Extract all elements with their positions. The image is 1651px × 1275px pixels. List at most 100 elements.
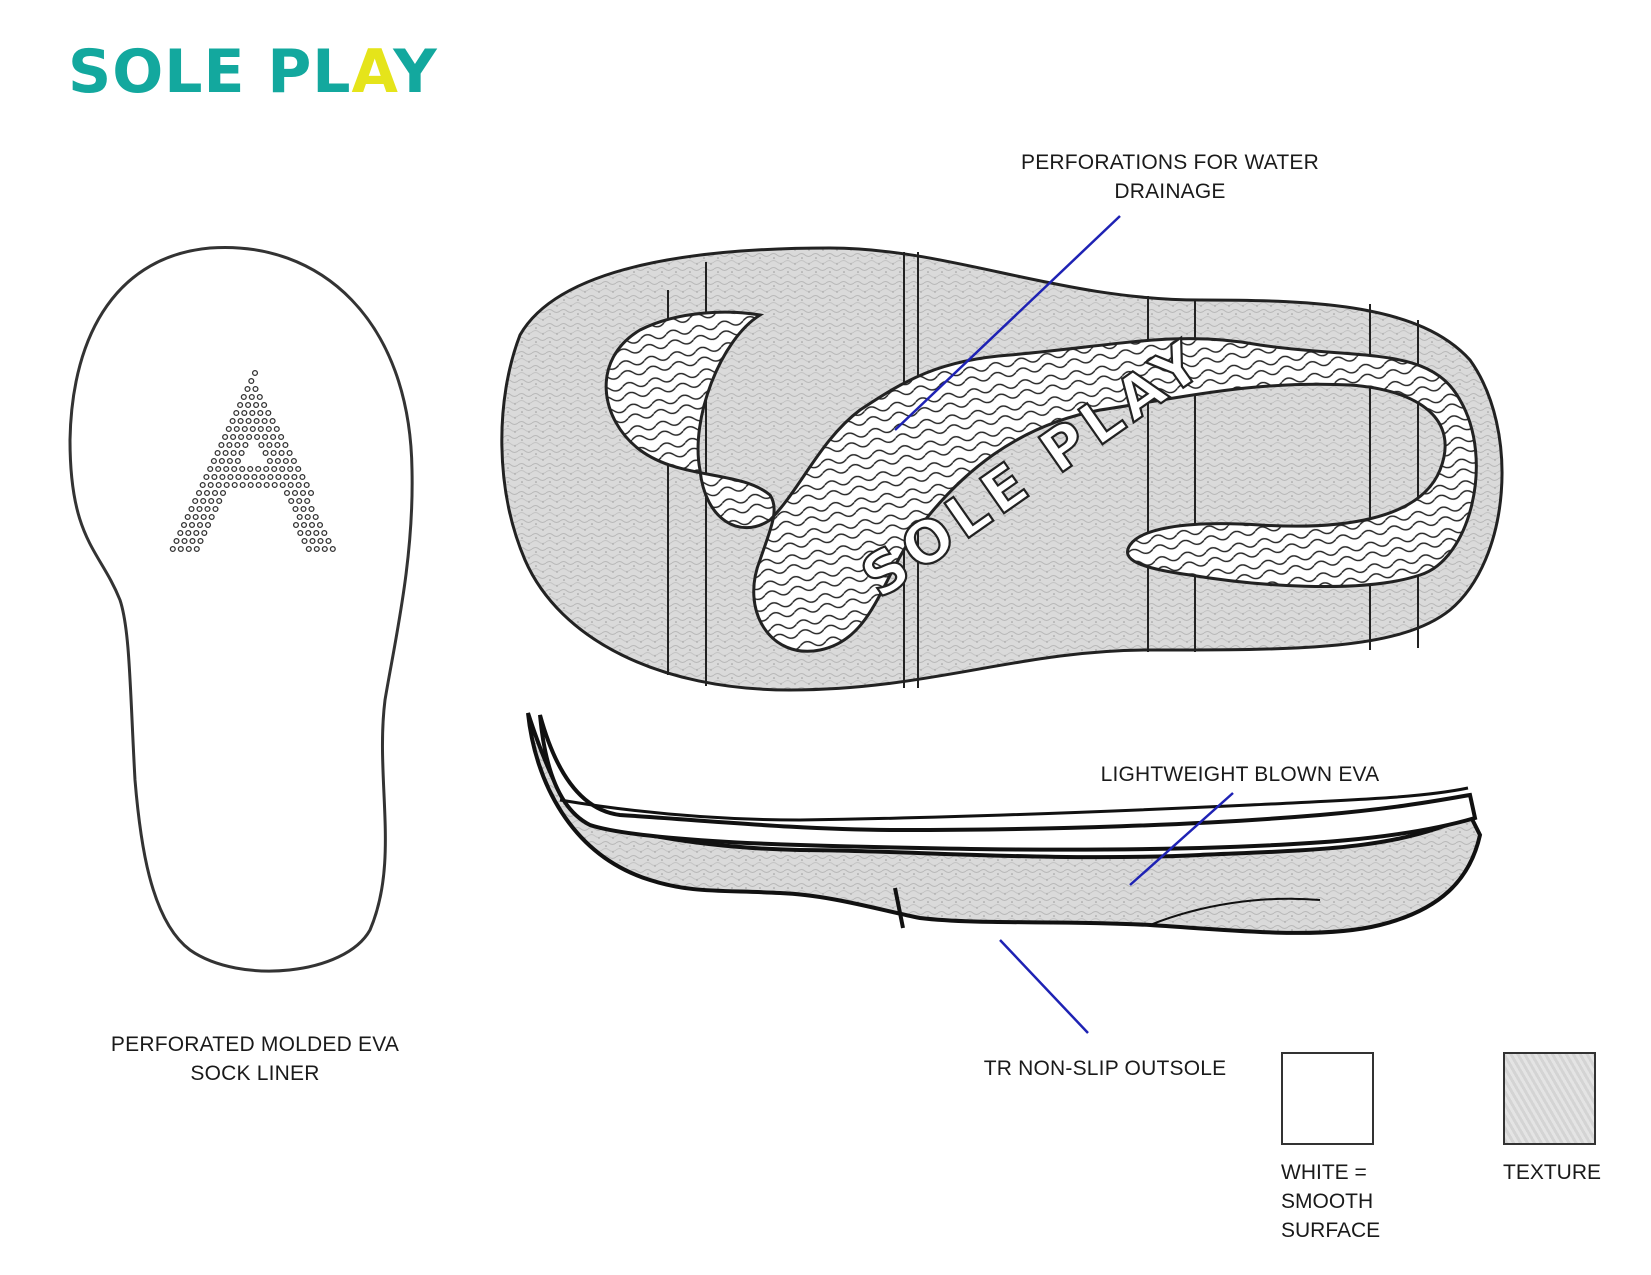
perforation-dot bbox=[313, 545, 320, 553]
perforation-dot bbox=[312, 513, 319, 521]
perforation-dot bbox=[325, 537, 332, 545]
perforation-dot bbox=[197, 537, 204, 545]
perforation-dot bbox=[218, 441, 225, 449]
perforation-dot bbox=[244, 385, 251, 393]
perforation-dot bbox=[192, 513, 199, 521]
perforation-dot bbox=[283, 473, 290, 481]
perforation-dot bbox=[309, 537, 316, 545]
perforation-dot bbox=[222, 449, 229, 457]
perforation-dot bbox=[279, 465, 286, 473]
perforation-dot bbox=[208, 497, 215, 505]
perforation-dot bbox=[188, 505, 195, 513]
perforation-dot bbox=[263, 481, 270, 489]
perforation-dot bbox=[207, 465, 214, 473]
brand-logo: SOLE PLAY bbox=[68, 42, 438, 102]
perforation-dot bbox=[273, 425, 280, 433]
perforation-dot bbox=[193, 529, 200, 537]
perforation-dot bbox=[225, 425, 232, 433]
perforation-dot bbox=[238, 449, 245, 457]
perforation-dot bbox=[223, 481, 230, 489]
legend-swatch-texture bbox=[1503, 1052, 1596, 1145]
perforation-dot bbox=[196, 505, 203, 513]
perforation-dot bbox=[193, 545, 200, 553]
perforation-dot bbox=[287, 465, 294, 473]
perforation-dot bbox=[258, 441, 265, 449]
perforation-dot bbox=[200, 513, 207, 521]
perforation-dot bbox=[300, 521, 308, 529]
perforation-dot bbox=[299, 473, 306, 481]
logo-accent-letter: A bbox=[351, 37, 394, 107]
perforation-dot bbox=[267, 473, 274, 481]
perforation-dot bbox=[303, 481, 310, 489]
perforation-dot bbox=[291, 473, 298, 481]
perforation-dot bbox=[251, 473, 258, 481]
perforation-dot bbox=[313, 529, 320, 537]
sole-side-profile bbox=[526, 712, 1483, 935]
perforation-dot bbox=[241, 425, 248, 433]
callout-perforations: PERFORATIONS FOR WATER DRAINAGE bbox=[1020, 151, 1319, 203]
outsole-bottom-view: SOLE PLAY bbox=[500, 246, 1504, 692]
perforation-dot bbox=[180, 521, 188, 529]
perforation-dot bbox=[316, 521, 324, 529]
perforation-dot bbox=[251, 369, 259, 377]
perforation-dot bbox=[292, 521, 300, 529]
perforation-dot bbox=[287, 481, 294, 489]
perforation-dot bbox=[245, 417, 252, 425]
perforation-dot bbox=[211, 473, 218, 481]
leader-perforations bbox=[894, 215, 1121, 431]
logo-text-main: SOLE PL bbox=[68, 37, 352, 107]
perforation-dot bbox=[240, 393, 247, 401]
perforation-dot bbox=[204, 505, 211, 513]
perforation-dot bbox=[296, 497, 303, 505]
perforation-dot bbox=[308, 521, 316, 529]
perforation-dot bbox=[262, 433, 269, 441]
perforation-dot bbox=[243, 473, 250, 481]
perforation-dot bbox=[282, 441, 289, 449]
perforation-dot bbox=[242, 441, 249, 449]
perforation-dot bbox=[261, 417, 268, 425]
perforation-dot bbox=[256, 393, 263, 401]
perforation-dot bbox=[203, 489, 211, 497]
perforation-dot bbox=[291, 489, 299, 497]
perforation-dot bbox=[317, 537, 324, 545]
perforation-dot bbox=[245, 401, 252, 409]
perforation-dot bbox=[263, 465, 270, 473]
perforation-dot bbox=[292, 505, 299, 513]
perforation-dot bbox=[235, 473, 242, 481]
perforation-dot bbox=[212, 505, 219, 513]
perforation-dot bbox=[257, 409, 264, 417]
perforation-dot bbox=[177, 545, 184, 553]
leader-blown-eva bbox=[1129, 792, 1234, 886]
perforation-dot bbox=[222, 433, 229, 441]
perforation-dot bbox=[297, 529, 304, 537]
perforation-dot bbox=[246, 433, 253, 441]
legend-swatch-smooth bbox=[1281, 1052, 1374, 1145]
perforation-dot bbox=[239, 481, 246, 489]
perforation-dot bbox=[253, 401, 260, 409]
perforation-dot bbox=[207, 481, 214, 489]
perforation-dot bbox=[304, 513, 311, 521]
perforation-dot bbox=[195, 489, 203, 497]
legend-label-texture: TEXTURE bbox=[1503, 1161, 1602, 1184]
blown-eva-layer bbox=[538, 714, 1478, 852]
perforation-dot bbox=[255, 481, 262, 489]
perforation-dot bbox=[271, 481, 278, 489]
perforation-dot bbox=[233, 425, 240, 433]
perforation-dot bbox=[274, 457, 281, 465]
perforation-dot bbox=[266, 457, 273, 465]
perforation-dot bbox=[254, 433, 261, 441]
perforation-dot bbox=[192, 497, 199, 505]
perforation-dot bbox=[261, 401, 268, 409]
perforation-dot bbox=[248, 393, 255, 401]
perforation-dot bbox=[215, 465, 222, 473]
perforation-dot bbox=[177, 529, 184, 537]
perforation-dot bbox=[266, 441, 273, 449]
perforation-dot bbox=[279, 481, 286, 489]
perforation-dot bbox=[234, 441, 241, 449]
leader-outsole bbox=[999, 939, 1089, 1034]
perforation-dot bbox=[214, 449, 221, 457]
perforation-dot bbox=[295, 481, 302, 489]
perforation-dot bbox=[257, 425, 264, 433]
perforation-dot bbox=[189, 537, 196, 545]
